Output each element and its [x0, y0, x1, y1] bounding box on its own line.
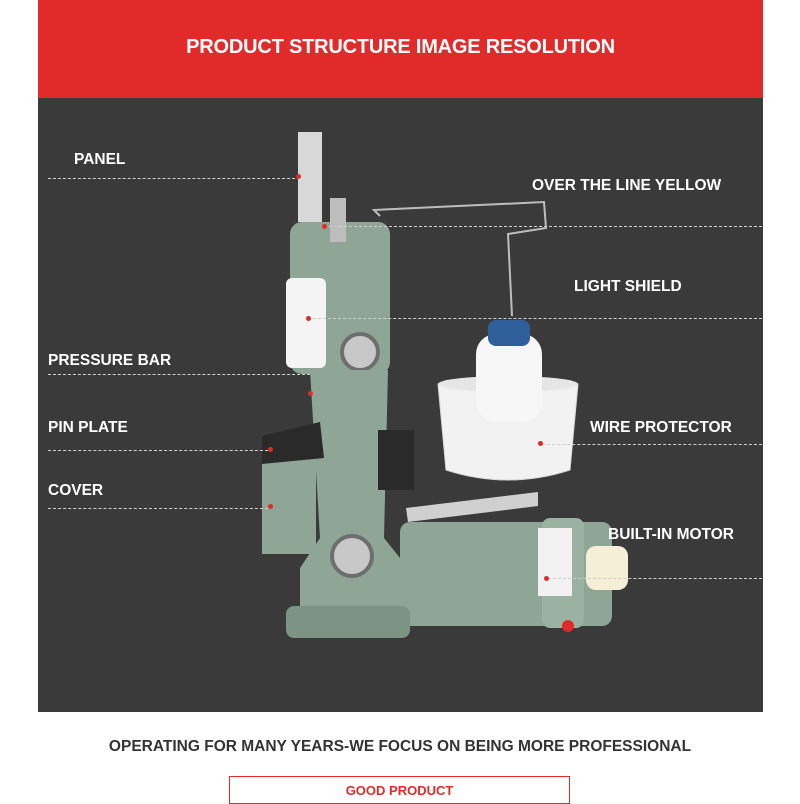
label-over-the-line-yellow: OVER THE LINE YELLOW — [532, 177, 722, 194]
panel-dot-icon — [296, 174, 301, 179]
sewing-machine-illustration — [262, 132, 628, 638]
light-shield — [286, 278, 326, 368]
thread-wire-icon — [371, 200, 548, 317]
support-arm — [406, 492, 538, 522]
product-frame: PRODUCT STRUCTURE IMAGE RESOLUTION — [38, 0, 763, 800]
pin-plate-leader — [48, 450, 268, 451]
lower-bolt-icon — [330, 534, 374, 578]
structure-panel: PANEL OVER THE LINE YELLOW LIGHT SHIELD … — [38, 98, 763, 712]
pressure-bar-leader — [48, 374, 310, 375]
good-product-label: GOOD PRODUCT — [345, 783, 454, 798]
built-in-motor-leader — [548, 578, 762, 579]
light-shield-dot-icon — [306, 316, 311, 321]
label-panel: PANEL — [74, 151, 126, 168]
wire-protector-dot-icon — [538, 441, 543, 446]
spool-cap — [488, 320, 530, 346]
pressure-bar-dot-icon — [308, 391, 313, 396]
thread-spool — [476, 334, 542, 422]
label-pin-plate: PIN PLATE — [48, 419, 128, 436]
wire-protector-cup — [437, 383, 579, 481]
label-cover: COVER — [48, 482, 104, 499]
upper-bolt-icon — [340, 332, 380, 372]
machine-base — [286, 606, 410, 638]
label-wire-protector: WIRE PROTECTOR — [590, 419, 732, 436]
panel-plate — [298, 132, 322, 222]
motor-switch-icon — [562, 620, 574, 632]
wire-protector-leader — [542, 444, 762, 445]
panel-leader — [48, 178, 300, 179]
pin-plate-dot-icon — [268, 447, 273, 452]
label-light-shield: LIGHT SHIELD — [574, 278, 682, 295]
page-title: PRODUCT STRUCTURE IMAGE RESOLUTION — [186, 36, 615, 58]
over-the-line-leader — [324, 226, 762, 227]
built-in-motor-dot-icon — [544, 576, 549, 581]
motor-nameplate — [538, 528, 572, 596]
header-banner: PRODUCT STRUCTURE IMAGE RESOLUTION — [38, 0, 763, 98]
motor-cap — [586, 546, 628, 590]
pin-plate — [262, 422, 324, 464]
label-pressure-bar: PRESSURE BAR — [48, 352, 172, 369]
cover-dot-icon — [268, 504, 273, 509]
tension-knob — [330, 198, 346, 242]
footer-tagline: OPERATING FOR MANY YEARS-WE FOCUS ON BEI… — [108, 738, 692, 755]
over-the-line-dot-icon — [322, 224, 327, 229]
light-shield-leader — [308, 318, 762, 319]
rear-bracket — [378, 430, 414, 490]
machine-neck — [300, 370, 416, 610]
cover-leader — [48, 508, 268, 509]
label-built-in-motor: BUILT-IN MOTOR — [608, 526, 734, 543]
